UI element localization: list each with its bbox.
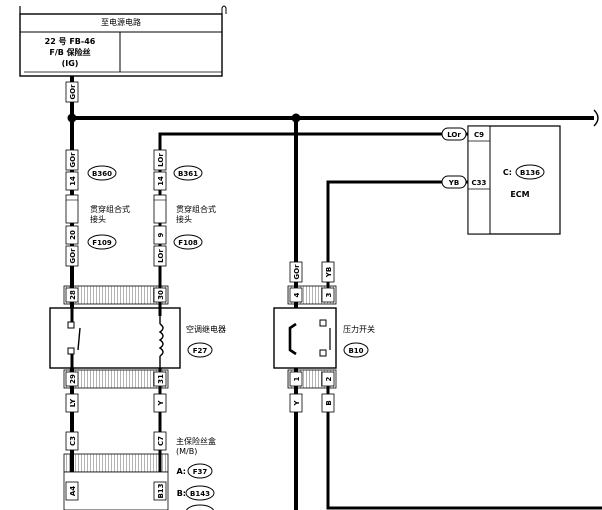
connector-ids: B360 B361 F109 F108 F27 B10 F37 B143 B13…: [87, 164, 545, 510]
ecm-wire-tags: LOr C9 YB C33: [441, 127, 490, 190]
joint-connector-right-label: 贯穿组合式接头: [176, 204, 216, 224]
component-labels: 贯穿组合式接头 贯穿组合式接头 主保险丝盒(M/B): [90, 204, 216, 456]
pin-4: 4: [293, 292, 301, 297]
pin-30: 30: [157, 290, 165, 300]
pin-29: 29: [69, 374, 77, 384]
fuse-number: 22 号 FB-46: [45, 37, 96, 46]
pin-c3: C3: [69, 436, 77, 446]
wire-color-y-pressure: Y: [293, 400, 301, 407]
wire-color-lor-ecm: LOr: [447, 131, 461, 139]
pin-b13: B13: [157, 483, 165, 498]
pin-c33: C33: [472, 179, 487, 187]
pin-28: 28: [69, 290, 77, 300]
fuse-box: 至电源电路 22 号 FB-46 F/B 保险丝 (IG): [19, 5, 227, 77]
pressure-switch: 压力开关: [273, 307, 375, 369]
pin-14a: 14: [69, 176, 77, 186]
ecm-connector-prefix: C:: [503, 168, 512, 177]
wire-color-yb-ecm: YB: [448, 179, 459, 187]
pin-c9: C9: [474, 131, 484, 139]
connector-f37: F37: [193, 468, 208, 476]
pin-3: 3: [325, 292, 333, 297]
wire-color-gor-b360: GOr: [69, 152, 77, 168]
pin-14b: 14: [157, 176, 165, 186]
connector-b136: B136: [520, 169, 540, 177]
pin-c7: C7: [157, 436, 165, 446]
ecm-label: ECM: [510, 190, 529, 199]
pin-20: 20: [69, 230, 77, 240]
connector-b143: B143: [190, 490, 210, 498]
fuse-name: F/B 保险丝: [49, 47, 90, 57]
wire-color-lor-f108: LOr: [157, 249, 165, 263]
connector-b361: B361: [178, 170, 198, 178]
wire-labels: GOr GOr 14 LOr 14 20 GOr 9 LOr 28 30 29 …: [65, 81, 335, 501]
pin-a4: A4: [69, 486, 77, 496]
wire-color-gor-top: GOr: [69, 84, 77, 100]
wire-color-gor-pressure: GOr: [293, 264, 301, 280]
ac-relay-label: 空调继电器: [186, 324, 226, 334]
wire-color-gor-f109: GOr: [69, 248, 77, 264]
wire-color-lor-b361: LOr: [157, 153, 165, 167]
connector-f109: F109: [92, 239, 112, 247]
main-fuse-box-label: 主保险丝盒(M/B): [176, 436, 216, 456]
fuse-box-title: 至电源电路: [101, 17, 141, 27]
wire-color-y: Y: [157, 400, 165, 407]
ac-relay: 空调继电器: [49, 304, 226, 370]
fuse-circuit: (IG): [62, 59, 79, 68]
pin-1: 1: [293, 376, 301, 381]
pressure-switch-label: 压力开关: [343, 324, 375, 334]
wire-color-b-pressure: B: [325, 400, 333, 405]
pin-9: 9: [157, 232, 165, 237]
connector-b10: B10: [348, 347, 363, 355]
connector-b360: B360: [92, 170, 112, 178]
pin-31: 31: [157, 374, 165, 384]
ecm: ECM: [467, 125, 561, 235]
wire-color-ly: LY: [69, 398, 77, 407]
prefix-a: A:: [176, 467, 186, 476]
joint-connector-left-label: 贯穿组合式接头: [90, 204, 130, 224]
connector-f27: F27: [193, 347, 208, 355]
connector-f108: F108: [178, 239, 198, 247]
pin-2: 2: [325, 376, 333, 381]
wire-color-yb-pressure: YB: [325, 267, 333, 278]
prefix-b: B:: [177, 489, 186, 498]
